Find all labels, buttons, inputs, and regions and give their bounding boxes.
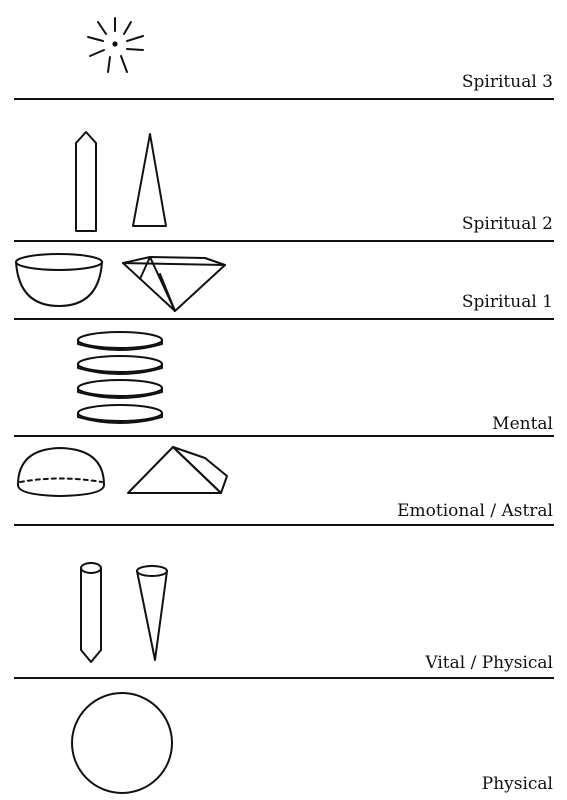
tall-crystal-icon <box>76 132 96 231</box>
pointed-cylinder-icon <box>81 563 101 662</box>
cone-icon <box>137 566 167 660</box>
hemisphere-bowl-icon <box>16 254 102 306</box>
circle-icon <box>72 693 172 793</box>
hemisphere-dome-icon <box>18 448 104 496</box>
radiant-point-icon <box>88 18 143 72</box>
pyramid-icon <box>128 447 227 493</box>
stacked-discs-icon <box>78 332 162 423</box>
tall-pyramid-icon <box>133 134 166 226</box>
inverted-pyramid-icon <box>123 257 225 311</box>
